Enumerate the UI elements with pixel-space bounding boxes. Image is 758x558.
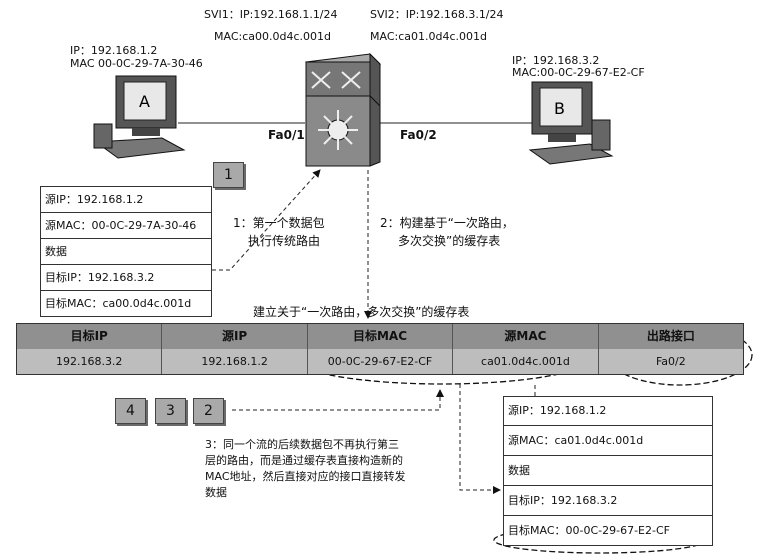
table-header-dst-mac: 目标MAC [307,324,454,349]
packet-2: 源IP：192.168.1.2 源MAC：ca01.0d4c.001d 数据 目… [503,396,713,546]
table-row: 192.168.3.2 192.168.1.2 00-0C-29-67-E2-C… [17,349,744,374]
host-b-letter: B [554,99,565,118]
table-header-src-mac: 源MAC [453,324,599,349]
step3-line4: 数据 [205,486,227,499]
step3-line3: MAC地址，然后直接对应的接口直接转发 [205,470,406,483]
step3-line2: 层的路由，而是通过缓存表直接构造新的 [205,454,403,467]
packet2-dst-mac: 目标MAC：00-0C-29-67-E2-CF [508,524,670,537]
table-header-src-ip: 源IP [162,324,308,349]
table-cell-dst-mac: 00-0C-29-67-E2-CF [307,349,454,374]
packet2-src-mac: 源MAC：ca01.0d4c.001d [504,426,712,456]
cache-table-title: 建立关于“一次路由，多次交换”的缓存表 [253,305,470,319]
table-cell-src-ip: 192.168.1.2 [162,349,308,374]
step-badge-1: 1 [213,162,244,188]
packet-1: 源IP：192.168.1.2 源MAC：00-0C-29-7A-30-46 数… [40,186,212,317]
svi1-ip: SVI1：IP:192.168.1.1/24 [204,8,338,21]
host-a-ip: IP：192.168.1.2 [70,44,158,57]
port-fa0-2: Fa0/2 [400,128,437,142]
step-badge-2: 2 [193,398,224,424]
host-b-ip: IP：192.168.3.2 [512,54,600,67]
svi2-ip: SVI2：IP:192.168.3.1/24 [370,8,504,21]
host-b-mac: MAC:00-0C-29-67-E2-CF [512,66,645,79]
packet1-src-ip: 源IP：192.168.1.2 [41,187,211,213]
table-cell-dst-ip: 192.168.3.2 [17,349,163,374]
host-a-mac: MAC 00-0C-29-7A-30-46 [70,57,203,70]
step2-line2: 多次交换”的缓存表 [398,234,501,248]
step2-line1: 2：构建基于“一次路由， [380,216,514,230]
port-fa0-1: Fa0/1 [268,128,305,142]
packet1-data: 数据 [41,239,211,265]
computer-b-icon: B [528,81,614,165]
host-a-letter: A [139,92,150,111]
step-badge-4: 4 [115,398,146,424]
step-badge-3: 3 [155,398,186,424]
layer3-switch-icon [304,52,382,167]
packet1-src-mac: 源MAC：00-0C-29-7A-30-46 [41,213,211,239]
arrow-badges-to-table [232,389,444,411]
table-header-dst-ip: 目标IP [17,324,163,349]
arrow-packet-to-switch [212,169,321,271]
svi1-mac: MAC:ca00.0d4c.001d [214,30,331,43]
packet2-data: 数据 [504,456,712,486]
packet2-src-ip: 源IP：192.168.1.2 [504,397,712,426]
table-cell-src-mac: ca01.0d4c.001d [453,349,599,374]
arrow-table-to-packet2-mac [459,384,501,494]
svi2-mac: MAC:ca01.0d4c.001d [370,30,487,43]
packet1-dst-ip: 目标IP：192.168.3.2 [41,265,211,291]
step1-line2: 执行传统路由 [248,234,321,248]
table-cell-out-interface: Fa0/2 [598,349,744,374]
step1-line1: 1：第一个数据包 [233,216,325,230]
computer-a-icon: A [93,75,186,159]
table-header-out-interface: 出路接口 [598,324,744,349]
packet1-dst-mac: 目标MAC：ca00.0d4c.001d [45,297,192,310]
packet2-dst-ip: 目标IP：192.168.3.2 [504,486,712,516]
cache-table-header: 目标IP 源IP 目标MAC 源MAC 出路接口 [17,324,744,349]
step3-line1: 3：同一个流的后续数据包不再执行第三 [205,438,399,451]
cache-table: 目标IP 源IP 目标MAC 源MAC 出路接口 192.168.3.2 192… [16,323,744,375]
